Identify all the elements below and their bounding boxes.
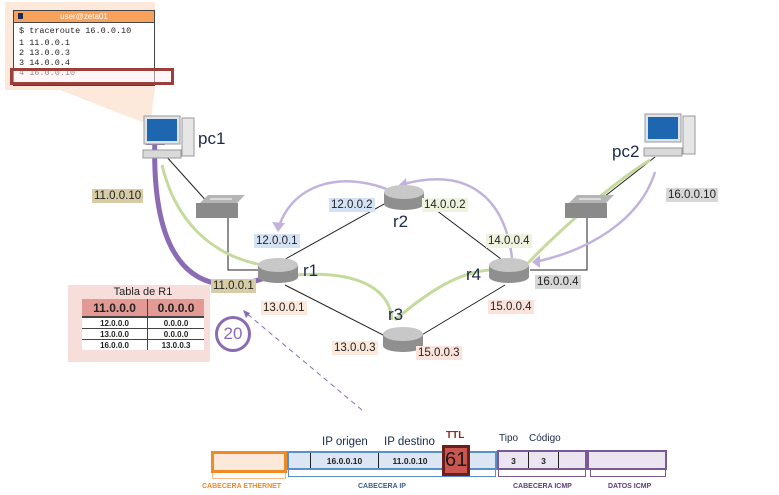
field-divider bbox=[310, 453, 311, 468]
route-destination: 11.0.0.0 bbox=[82, 299, 149, 318]
addr-pc1: 11.0.0.10 bbox=[92, 189, 144, 203]
addr-r1-net11: 11.0.0.1 bbox=[211, 279, 256, 293]
addr-r4-net14: 14.0.0.4 bbox=[486, 234, 532, 248]
step-counter: 20 bbox=[215, 316, 251, 352]
route-destination: 13.0.0.0 bbox=[82, 328, 149, 340]
terminal-callout bbox=[60, 90, 155, 125]
ip-origin-label: IP origen bbox=[322, 436, 368, 448]
arrow-pc1-r1-request bbox=[160, 164, 263, 267]
icmp-header-box bbox=[497, 450, 587, 470]
icmp-header-brace bbox=[498, 470, 586, 477]
icmp-data-brace bbox=[590, 470, 666, 477]
ip-dest-value: 11.0.0.10 bbox=[392, 456, 428, 466]
pc2-computer-icon[interactable] bbox=[643, 113, 696, 157]
addr-r2-net14: 14.0.0.2 bbox=[422, 198, 468, 212]
addr-r3-net15: 15.0.0.3 bbox=[416, 346, 462, 360]
switch2-icon[interactable] bbox=[565, 195, 614, 218]
ttl-label: TTL bbox=[446, 430, 465, 441]
link-r3-r4 bbox=[419, 284, 506, 337]
routing-table-row-active: 11.0.0.0 0.0.0.0 bbox=[82, 299, 204, 318]
field-divider bbox=[528, 452, 529, 468]
route-destination: 12.0.0.0 bbox=[82, 317, 149, 329]
r4-label: r4 bbox=[466, 265, 482, 284]
r2-router-icon[interactable] bbox=[384, 185, 424, 210]
routing-table: Tabla de R1 11.0.0.0 0.0.0.0 12.0.0.0 0.… bbox=[82, 285, 204, 350]
route-gateway: 13.0.0.3 bbox=[147, 339, 204, 350]
route-destination: 16.0.0.0 bbox=[82, 339, 149, 350]
packet-pointer bbox=[244, 311, 363, 411]
r1-label: r1 bbox=[303, 261, 319, 280]
pc2-label: pc2 bbox=[612, 142, 640, 161]
ip-caption: CABECERA IP bbox=[358, 483, 406, 490]
field-divider bbox=[558, 452, 559, 468]
arrow-r1-r3-request bbox=[294, 272, 394, 321]
link-switch2-r4 bbox=[530, 218, 588, 271]
routing-table-row: 13.0.0.0 0.0.0.0 bbox=[82, 328, 204, 340]
arrowhead bbox=[272, 222, 285, 232]
ttl-value: 61 bbox=[442, 445, 470, 476]
r3-router-icon[interactable] bbox=[383, 327, 423, 352]
link-pc1-switch1 bbox=[164, 154, 211, 206]
terminal-command: $ traceroute 16.0.0.10 bbox=[19, 26, 132, 36]
icmp-type-value: 3 bbox=[511, 456, 516, 466]
addr-r1-net12: 12.0.0.1 bbox=[254, 234, 300, 248]
routing-table-title: Tabla de R1 bbox=[113, 286, 173, 298]
ip-dest-label: IP destino bbox=[384, 436, 435, 448]
addr-pc2: 16.0.0.10 bbox=[666, 188, 718, 202]
arrow-r2-r1-reply bbox=[276, 180, 390, 231]
r1-router-icon[interactable] bbox=[258, 258, 298, 283]
icmp-header-caption: CABECERA ICMP bbox=[513, 483, 572, 490]
route-gateway: 0.0.0.0 bbox=[147, 317, 204, 329]
route-gateway: 0.0.0.0 bbox=[147, 328, 204, 340]
terminal-title: user@zeta01 bbox=[60, 12, 108, 21]
ethernet-caption: CABECERA ETHERNET bbox=[202, 483, 282, 490]
r4-router-icon[interactable] bbox=[489, 258, 529, 283]
traceroute-hop: 2 13.0.0.3 bbox=[19, 48, 71, 58]
addr-r3-net13: 13.0.0.3 bbox=[332, 341, 378, 355]
addr-r2-net12: 12.0.0.2 bbox=[329, 198, 375, 212]
icmp-code-value: 3 bbox=[541, 456, 546, 466]
ip-origin-value: 16.0.0.10 bbox=[326, 456, 363, 466]
routing-table-row: 16.0.0.0 13.0.0.3 bbox=[82, 339, 204, 350]
arrowhead bbox=[532, 255, 540, 268]
traceroute-hop: 3 14.0.0.4 bbox=[19, 58, 71, 68]
addr-r4-net16: 16.0.0.4 bbox=[535, 275, 581, 289]
ip-brace bbox=[288, 470, 496, 477]
ethernet-header-box bbox=[211, 451, 287, 473]
r3-label: r3 bbox=[388, 305, 404, 324]
r2-label: r2 bbox=[393, 212, 409, 231]
arrow-pc2-r4-reply bbox=[534, 171, 657, 264]
arrow-r3-r4-request bbox=[394, 268, 491, 322]
link-switch1-r1 bbox=[227, 218, 262, 271]
traceroute-highlight bbox=[10, 68, 174, 85]
route-gateway: 0.0.0.0 bbox=[147, 299, 204, 318]
ethernet-brace bbox=[212, 473, 286, 479]
icmp-data-box bbox=[587, 450, 667, 470]
icmp-data-caption: DATOS ICMP bbox=[608, 483, 652, 490]
pc1-label: pc1 bbox=[198, 129, 226, 148]
pc1-computer-icon[interactable] bbox=[142, 115, 195, 159]
switch1-icon[interactable] bbox=[196, 195, 245, 218]
routing-table-row: 12.0.0.0 0.0.0.0 bbox=[82, 317, 204, 329]
field-divider bbox=[378, 453, 379, 468]
terminal-titlebar: user@zeta01 bbox=[14, 11, 154, 23]
addr-r1-net13: 13.0.0.1 bbox=[261, 301, 307, 315]
link-r1-r3 bbox=[284, 284, 386, 337]
terminal-window-icon bbox=[18, 13, 23, 19]
arrowhead bbox=[243, 310, 250, 318]
link-r1-r2 bbox=[279, 197, 396, 263]
icmp-code-label: Código bbox=[529, 433, 561, 444]
traceroute-hop: 1 11.0.0.1 bbox=[19, 38, 71, 48]
addr-r4-net15: 15.0.0.4 bbox=[488, 300, 534, 314]
icmp-type-label: Tipo bbox=[499, 433, 519, 444]
